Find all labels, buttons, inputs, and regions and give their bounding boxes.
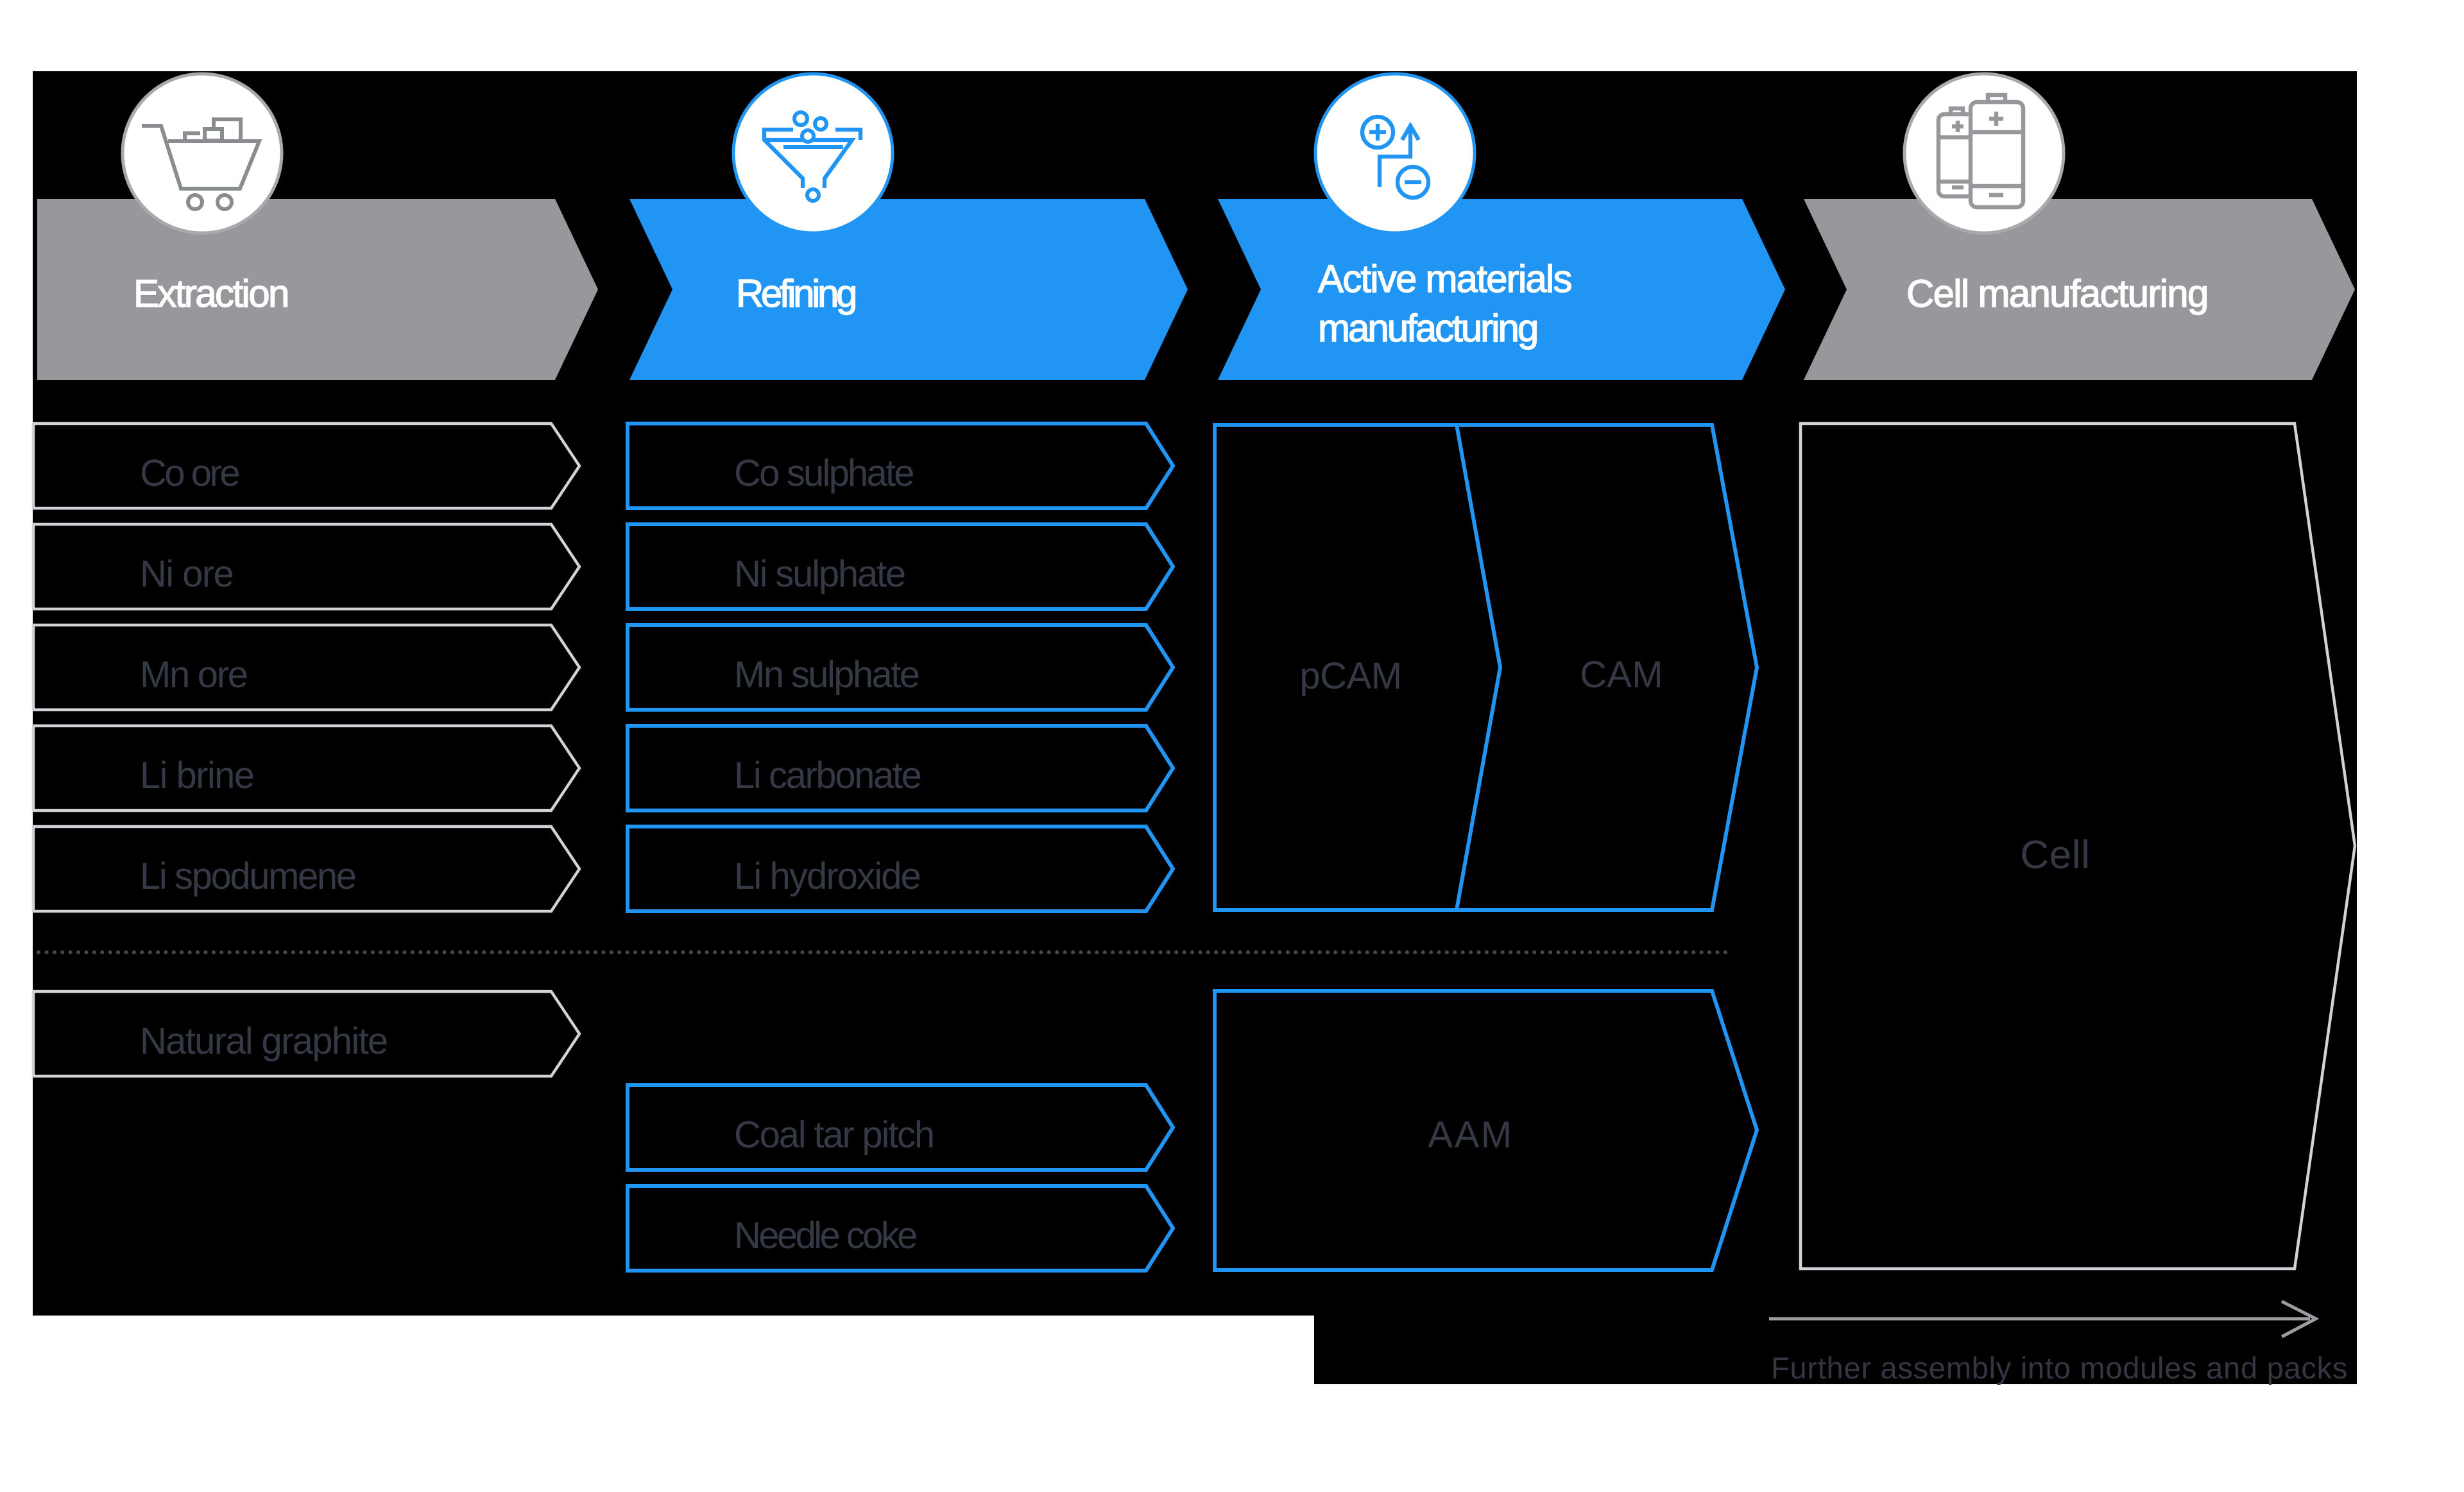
svg-text:Li spodumene: Li spodumene xyxy=(140,855,355,897)
svg-text:Needle coke: Needle coke xyxy=(734,1215,916,1256)
svg-text:Mn ore: Mn ore xyxy=(140,654,247,696)
svg-text:Refining: Refining xyxy=(736,272,855,315)
svg-text:Natural graphite: Natural graphite xyxy=(140,1020,387,1062)
svg-text:Co sulphate: Co sulphate xyxy=(734,452,913,494)
svg-text:Ni sulphate: Ni sulphate xyxy=(734,553,905,595)
svg-text:Li carbonate: Li carbonate xyxy=(734,755,921,796)
svg-text:pCAM: pCAM xyxy=(1299,655,1401,697)
svg-text:Cell manufacturing: Cell manufacturing xyxy=(1906,272,2208,315)
svg-text:manufacturing: manufacturing xyxy=(1318,307,1537,350)
svg-text:Ni ore: Ni ore xyxy=(140,553,233,595)
svg-text:Mn sulphate: Mn sulphate xyxy=(734,654,919,696)
svg-text:Li hydroxide: Li hydroxide xyxy=(734,855,920,897)
svg-text:CAM: CAM xyxy=(1580,654,1663,696)
svg-text:Further assembly into modules: Further assembly into modules and packs xyxy=(1771,1351,2348,1385)
svg-text:Cell: Cell xyxy=(2020,833,2090,877)
svg-text:Active materials: Active materials xyxy=(1318,257,1571,300)
svg-text:Co ore: Co ore xyxy=(140,452,239,494)
svg-text:Li brine: Li brine xyxy=(140,755,253,796)
svg-text:AAM: AAM xyxy=(1428,1114,1513,1156)
svg-text:Coal tar pitch: Coal tar pitch xyxy=(734,1114,934,1156)
svg-text:Extraction: Extraction xyxy=(133,272,288,315)
